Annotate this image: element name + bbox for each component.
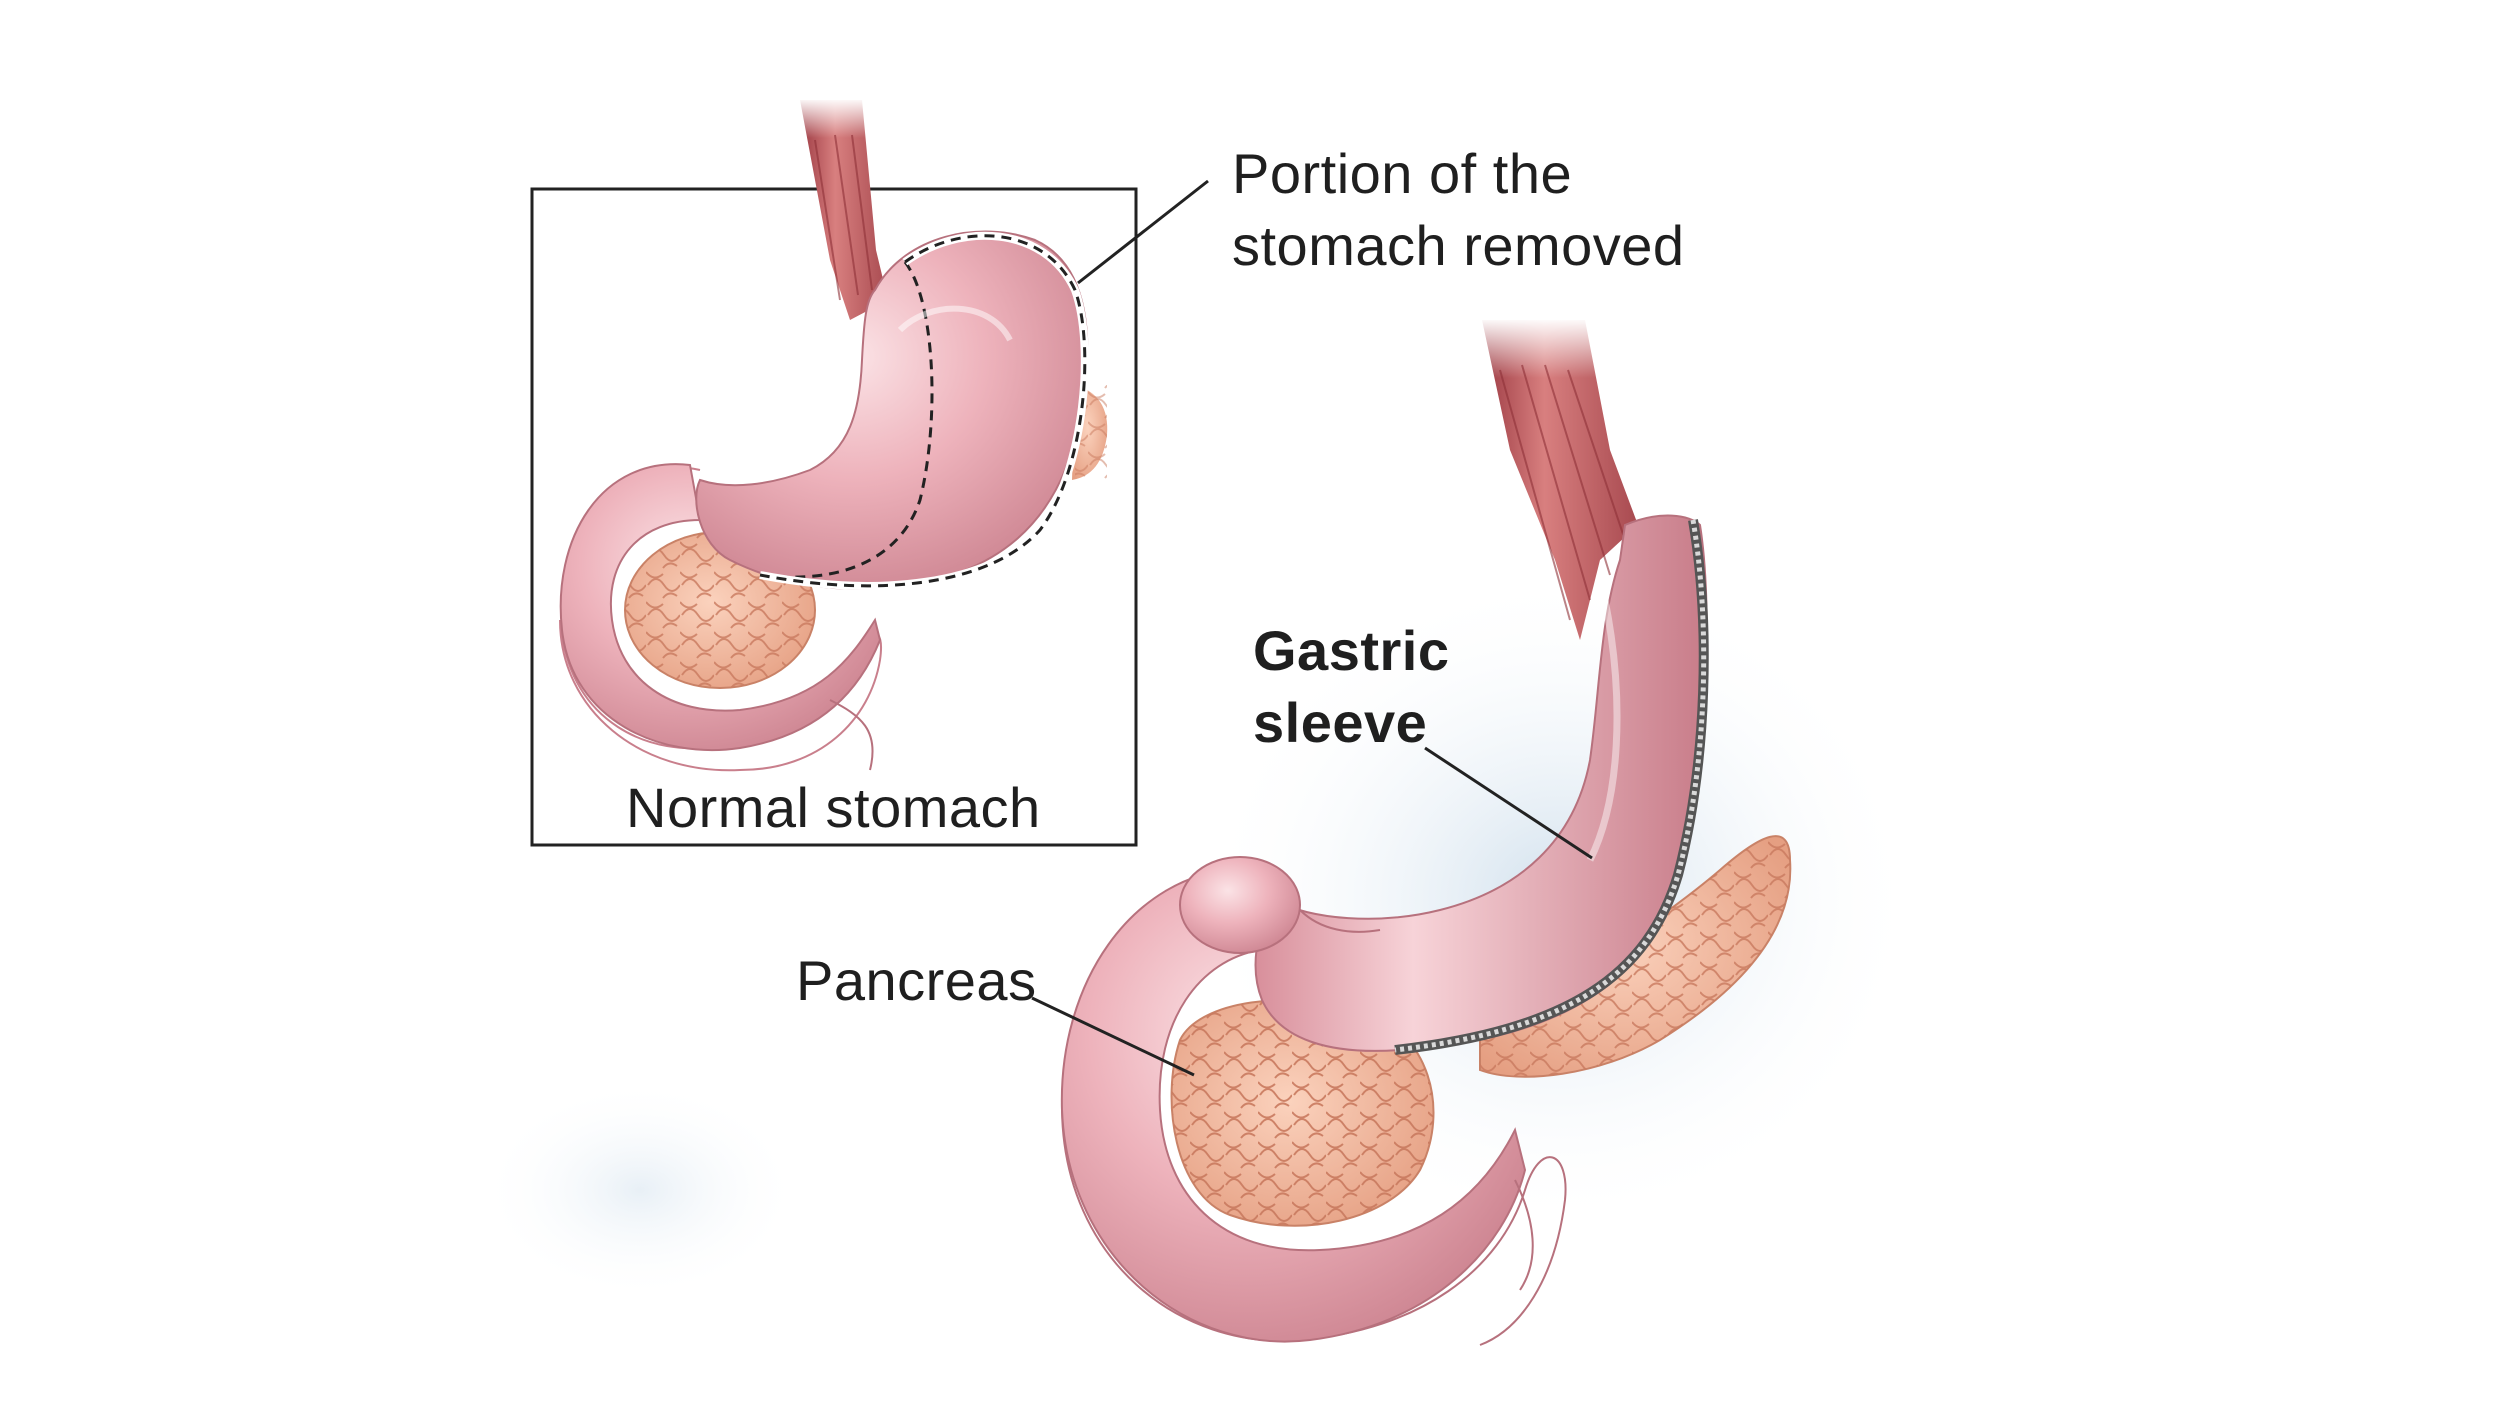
normal-stomach-illustration (530, 98, 1138, 847)
label-portion-removed-line2: stomach removed (1232, 214, 1685, 277)
sleeve-esophagus (1482, 320, 1638, 640)
sleeve-stomach-illustration (1060, 318, 1792, 1346)
label-gastric-sleeve: Gastric sleeve (1253, 615, 1450, 759)
removed-portion-outline (759, 234, 1087, 588)
leader-sleeve (1424, 746, 1593, 860)
label-gastric-sleeve-line2: sleeve (1253, 691, 1428, 754)
leader-removed (1077, 179, 1209, 285)
leader-pancreas (1031, 996, 1195, 1077)
normal-esophagus (800, 100, 888, 320)
label-portion-removed-line1: Portion of the (1232, 142, 1573, 205)
label-gastric-sleeve-line1: Gastric (1253, 619, 1450, 682)
normal-stomach-body (695, 230, 1089, 590)
label-pancreas: Pancreas (796, 949, 1037, 1012)
label-portion-removed: Portion of the stomach removed (1232, 138, 1685, 282)
label-normal-stomach: Normal stomach (626, 776, 1041, 839)
